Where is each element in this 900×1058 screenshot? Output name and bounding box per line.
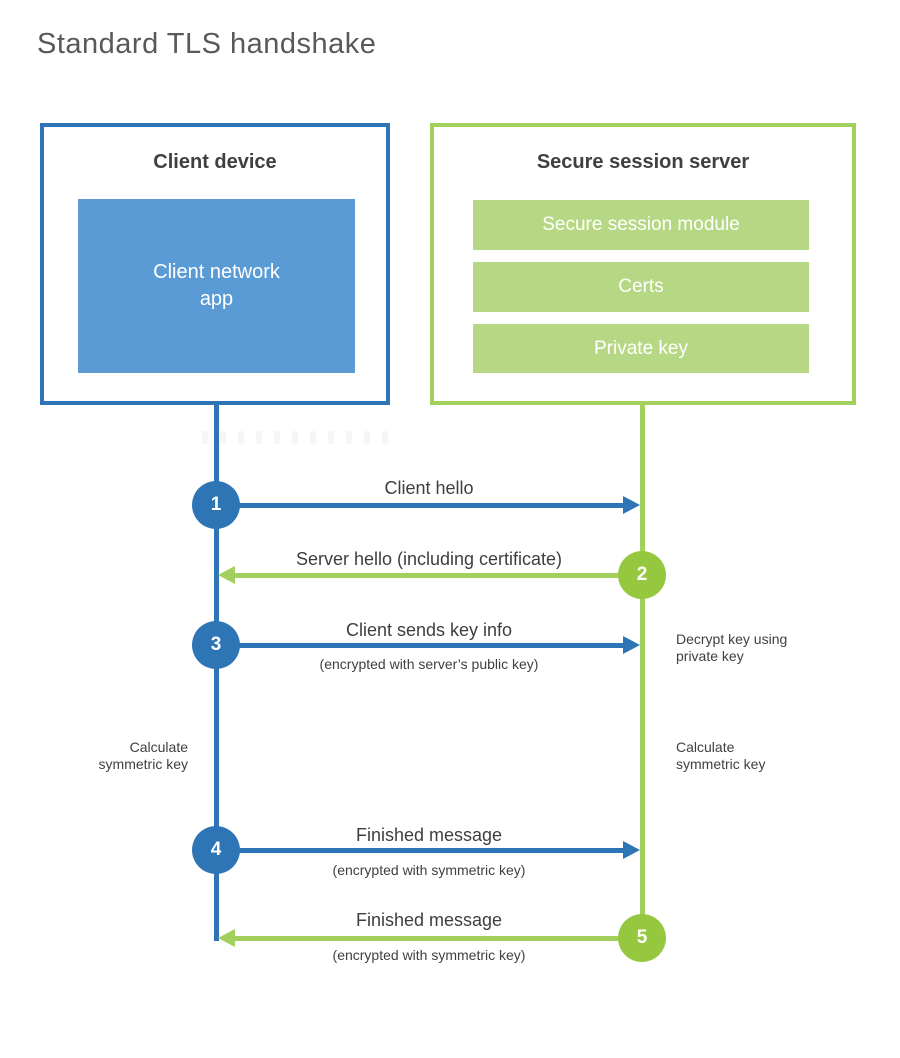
note-calculate-symmetric-key-right: Calculate symmetric key <box>676 739 765 773</box>
client-lifeline <box>214 405 219 941</box>
message-1-arrowhead-right-icon <box>623 496 640 514</box>
message-3-label: Client sends key info <box>345 620 513 640</box>
message-5-label: Finished message <box>355 910 503 930</box>
note-calc-right-line2: symmetric key <box>676 756 766 772</box>
step-3-circle: 3 <box>192 621 240 669</box>
client-app-label-line1: Client network <box>153 261 280 283</box>
message-3-arrowhead-right-icon <box>623 636 640 654</box>
server-module-certs: Certs <box>473 262 809 312</box>
message-1-arrow-line <box>216 503 624 508</box>
message-5-sublabel: (encrypted with symmetric key) <box>332 947 526 963</box>
note-calc-left-line1: Calculate <box>129 739 188 755</box>
client-app-label-line2: app <box>199 288 234 310</box>
message-5-arrow-line <box>235 936 642 941</box>
message-1-label: Client hello <box>384 478 474 498</box>
note-decrypt-line1: Decrypt key using <box>676 631 788 647</box>
note-decrypt-key: Decrypt key using private key <box>676 631 787 665</box>
message-5-arrowhead-left-icon <box>218 929 235 947</box>
client-device-title: Client device <box>153 151 277 173</box>
page-title: Standard TLS handshake <box>37 28 377 60</box>
message-4-label: Finished message <box>355 825 503 845</box>
note-calc-right-line1: Calculate <box>676 739 735 755</box>
secure-session-server-title: Secure session server <box>536 151 750 173</box>
step-1-circle: 1 <box>192 481 240 529</box>
note-decrypt-line2: private key <box>676 648 744 664</box>
faint-dashed-artifact <box>202 431 390 444</box>
message-3-arrow-line <box>216 643 624 648</box>
message-4-sublabel: (encrypted with symmetric key) <box>332 862 526 878</box>
note-calculate-symmetric-key-left: Calculate symmetric key <box>58 739 188 773</box>
message-2-arrow-line <box>235 573 642 578</box>
step-2-circle: 2 <box>618 551 666 599</box>
step-5-circle: 5 <box>618 914 666 962</box>
server-module-private-key: Private key <box>473 324 809 373</box>
message-2-label: Server hello (including certificate) <box>295 549 563 569</box>
message-4-arrow-line <box>216 848 624 853</box>
message-2-arrowhead-left-icon <box>218 566 235 584</box>
step-4-circle: 4 <box>192 826 240 874</box>
message-4-arrowhead-right-icon <box>623 841 640 859</box>
client-network-app-box: Client network app <box>78 199 355 373</box>
message-3-sublabel: (encrypted with server’s public key) <box>319 656 539 672</box>
server-module-secure-session-module: Secure session module <box>473 200 809 250</box>
server-lifeline <box>640 405 645 938</box>
note-calc-left-line2: symmetric key <box>98 756 188 772</box>
